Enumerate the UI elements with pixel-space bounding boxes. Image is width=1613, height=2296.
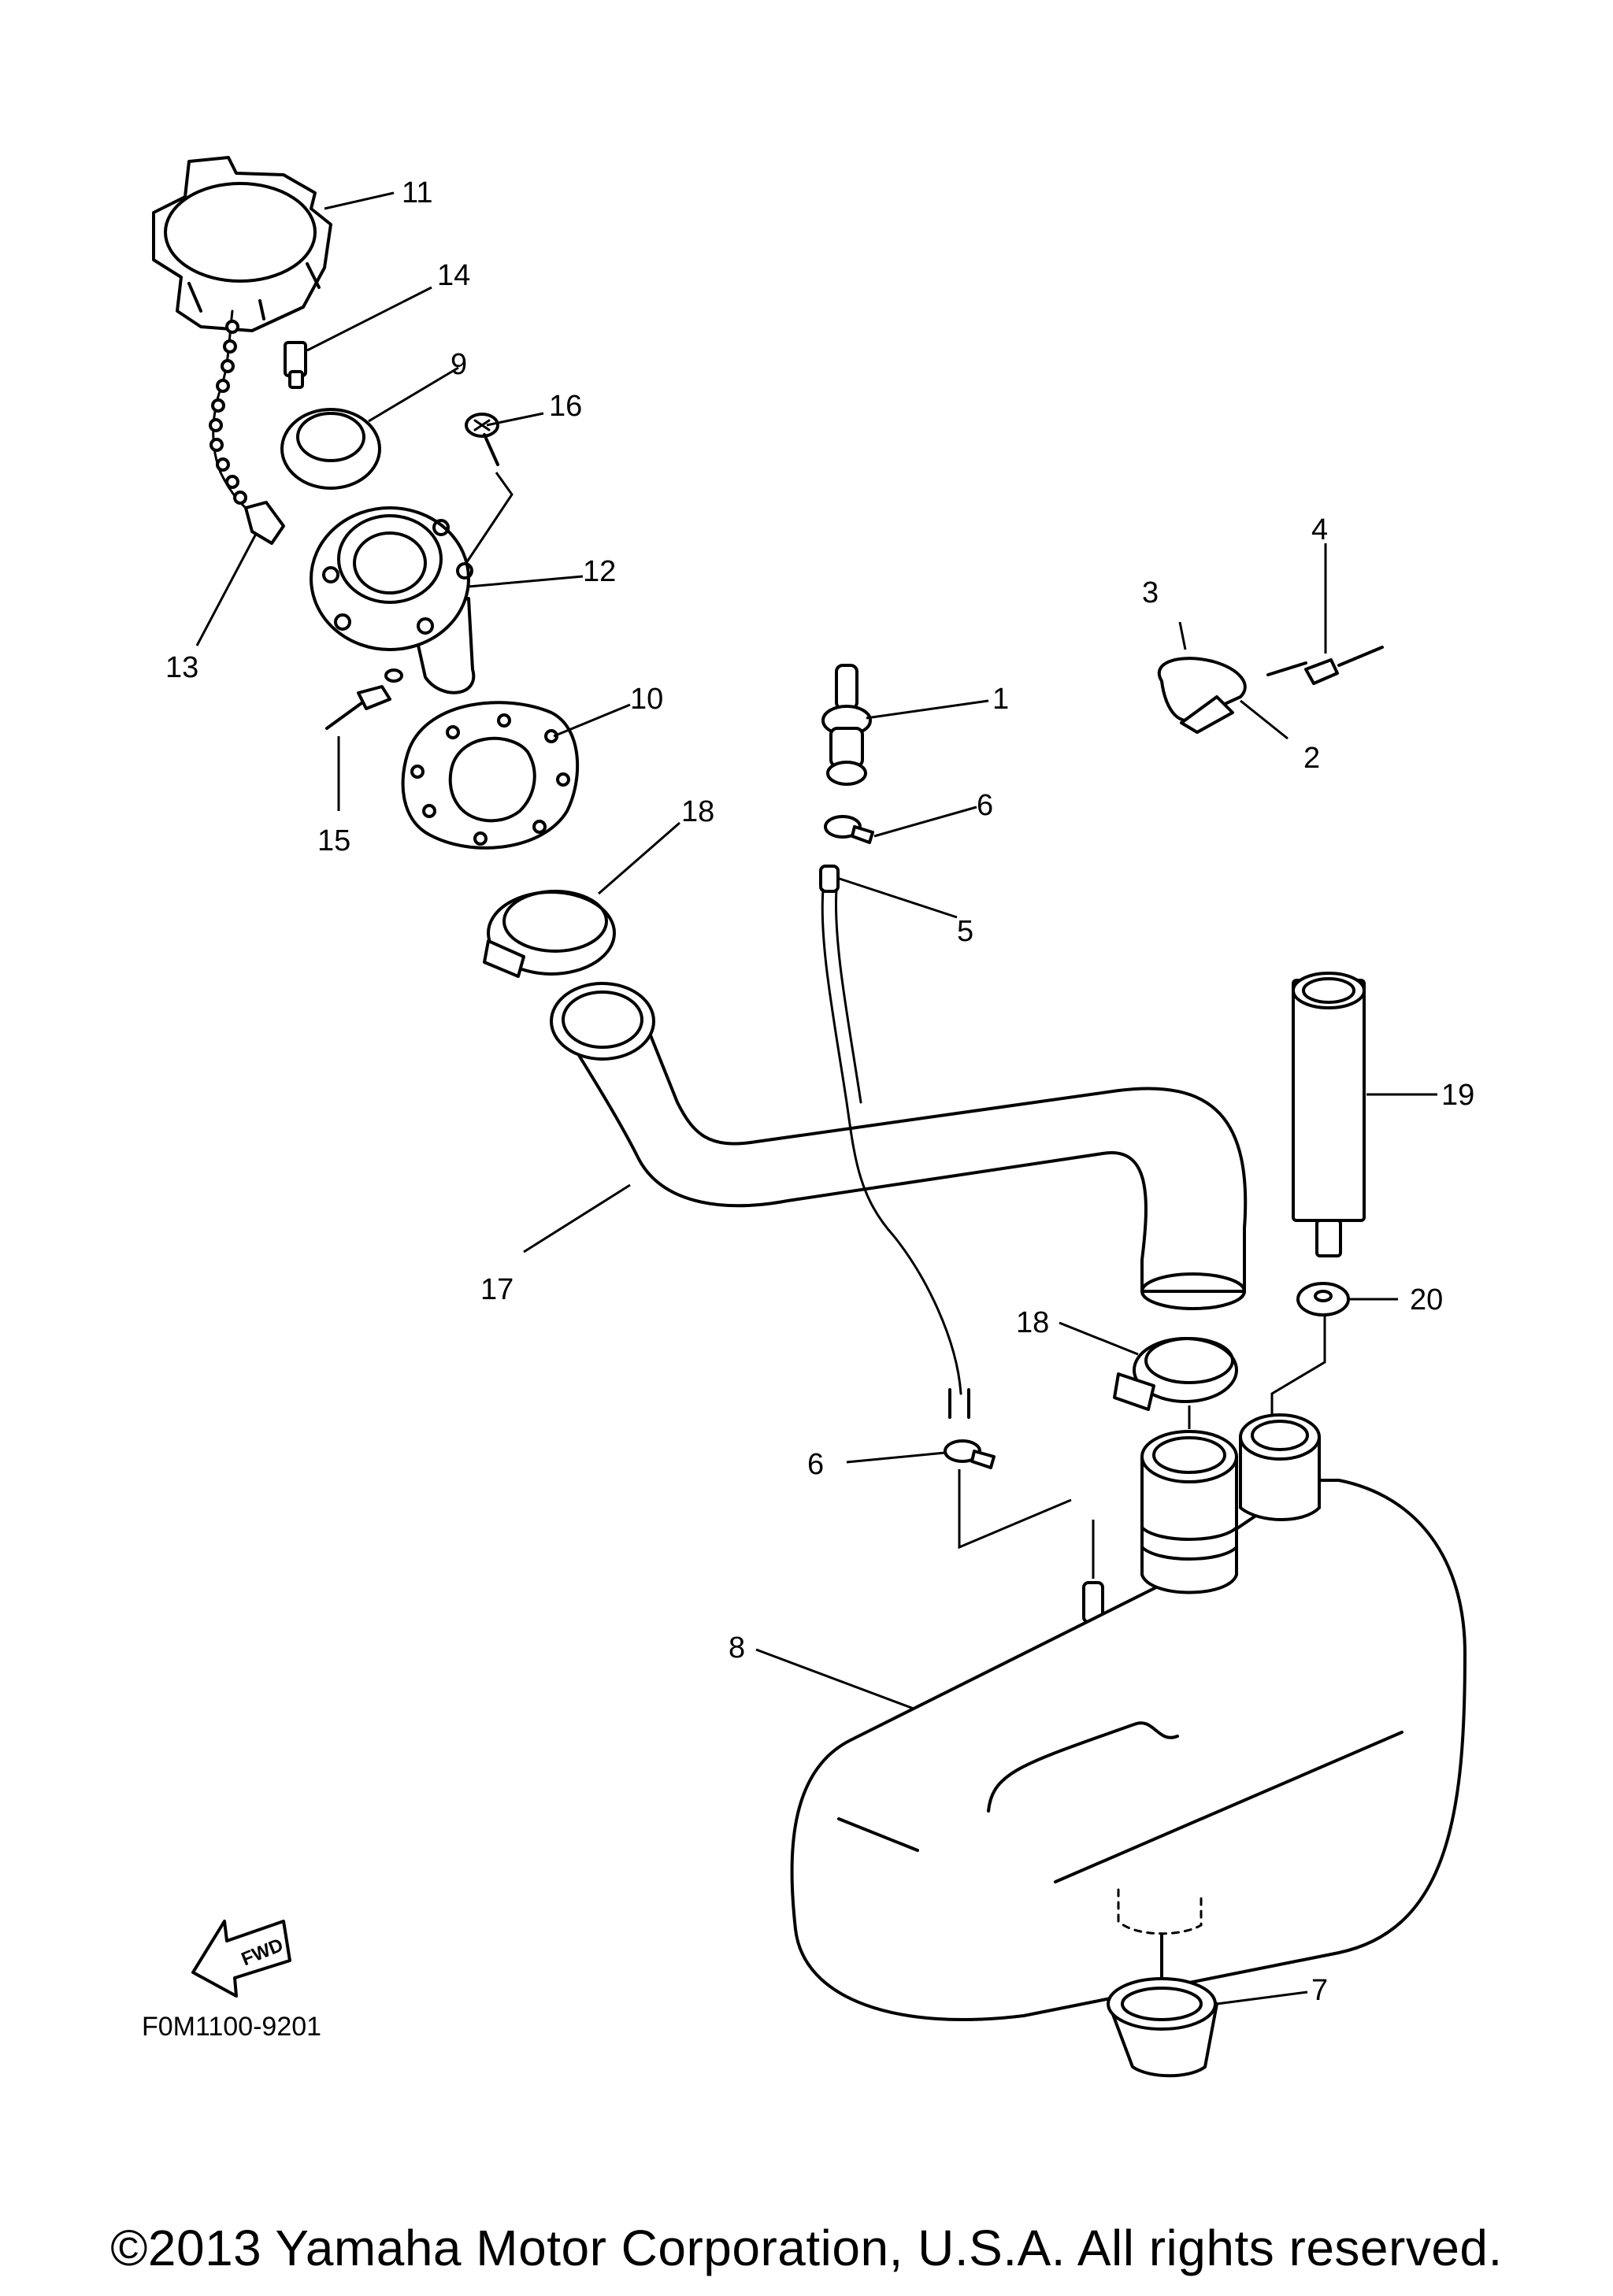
callout-20: 20 [1410, 1283, 1443, 1316]
hose-clip-lower[interactable] [944, 1439, 1104, 1624]
callout-4: 4 [1311, 513, 1328, 546]
hose-clip-upper[interactable] [824, 815, 874, 844]
figure-code: F0M1100-9201 [142, 2012, 321, 2042]
tank-filler-fitting[interactable] [1140, 1430, 1238, 1594]
pin-15[interactable] [325, 668, 403, 730]
fuel-cap[interactable] [152, 156, 332, 332]
callout-2: 2 [1303, 742, 1320, 775]
breather-fitting[interactable] [821, 664, 872, 786]
callout-6-lower: 6 [807, 1448, 824, 1481]
callout-19: 19 [1441, 1079, 1474, 1112]
callout-18-lower: 18 [1016, 1306, 1049, 1339]
oil-tank[interactable] [790, 1479, 1467, 2021]
callout-5: 5 [957, 915, 973, 948]
hose-clamp-upper[interactable] [483, 890, 616, 978]
fuel-pipe[interactable] [1292, 972, 1366, 1257]
filler-seal[interactable] [280, 408, 381, 490]
callout-15: 15 [317, 824, 350, 857]
callout-18-upper: 18 [681, 795, 714, 828]
callout-16: 16 [549, 390, 582, 423]
callout-13: 13 [165, 651, 198, 684]
fwd-arrow-icon: FWD [191, 1920, 291, 1998]
callout-1: 1 [992, 683, 1009, 716]
filler-neck[interactable] [310, 506, 476, 694]
cap-chain[interactable] [209, 309, 285, 545]
leader-lines [195, 191, 1437, 2005]
callout-17: 17 [480, 1273, 514, 1306]
callout-10: 10 [630, 683, 663, 716]
callout-8: 8 [729, 1631, 745, 1665]
copyright-notice: ©2013 Yamaha Motor Corporation, U.S.A. A… [110, 2220, 1503, 2276]
gasket[interactable] [401, 701, 580, 850]
small-plug[interactable] [284, 341, 307, 389]
breather-hose[interactable] [819, 865, 970, 1419]
hose-clamp-lower[interactable] [1113, 1337, 1238, 1429]
strap-clamp[interactable] [1157, 657, 1247, 734]
callout-11: 11 [402, 176, 432, 209]
callout-9: 9 [451, 348, 467, 381]
screw-16[interactable] [463, 413, 514, 566]
callout-6-upper: 6 [977, 789, 993, 822]
callout-7: 7 [1311, 1974, 1328, 2007]
drain-plug[interactable] [1107, 1934, 1218, 2078]
filler-hose[interactable] [550, 982, 1248, 1310]
callout-numbers: 1 2 3 4 5 6 6 7 8 9 10 11 12 13 14 15 16… [165, 176, 1474, 2007]
callout-12: 12 [583, 555, 616, 588]
grommet-20[interactable] [1270, 1282, 1350, 1417]
callout-3: 3 [1142, 576, 1159, 609]
rivet-4[interactable] [1266, 646, 1384, 685]
callout-14: 14 [437, 259, 470, 292]
tank-pipe-fitting[interactable] [1239, 1413, 1321, 1521]
